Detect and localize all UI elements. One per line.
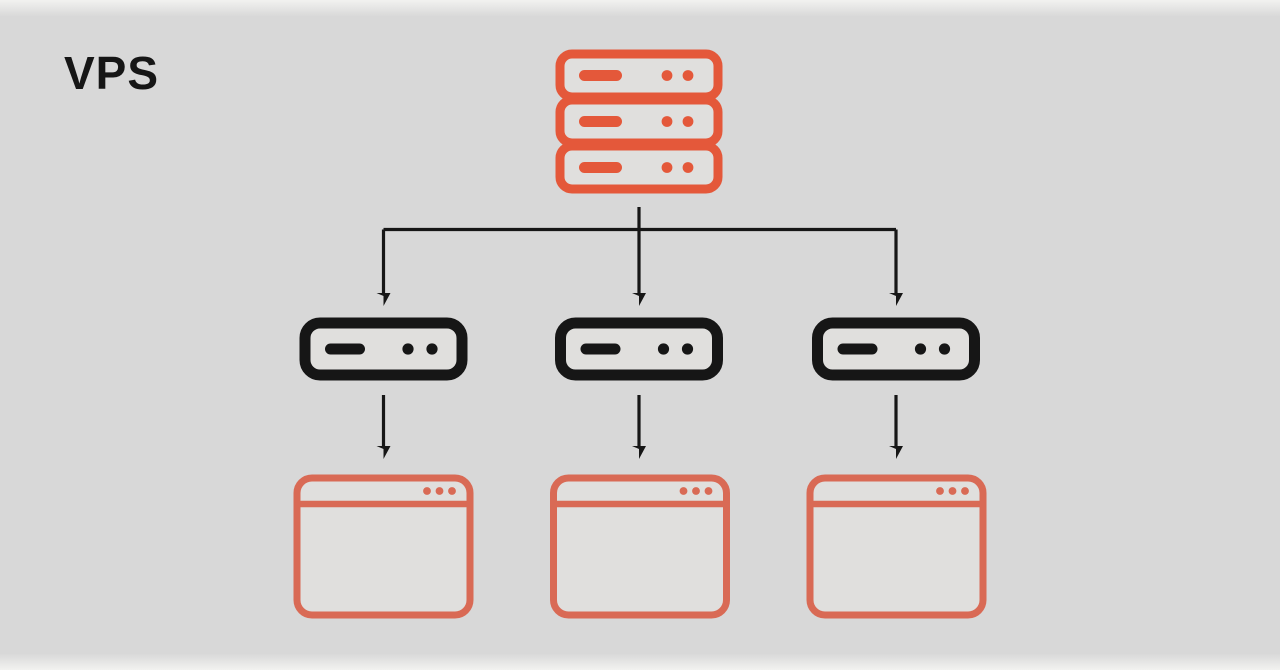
server-dash <box>837 343 878 355</box>
server-led <box>681 343 694 355</box>
page-title: VPS <box>64 47 160 99</box>
server-unit-led <box>682 116 694 127</box>
browser-dot <box>679 487 688 495</box>
server-body <box>812 317 980 381</box>
server-unit-led <box>682 70 694 81</box>
arrowhead-down-icon <box>632 446 646 459</box>
browser-dot <box>704 487 713 495</box>
server-led <box>426 343 438 355</box>
server-dash <box>580 343 621 355</box>
server-led <box>938 343 951 355</box>
server-unit-led <box>661 116 673 127</box>
browser-dot <box>936 487 944 495</box>
server-unit-led <box>661 70 673 81</box>
server-unit-dash <box>579 70 622 81</box>
server-stack-unit <box>555 49 723 102</box>
server-led <box>914 343 927 355</box>
arrowhead-down-icon <box>632 293 646 306</box>
browser-body <box>550 474 730 619</box>
arrowhead-down-icon <box>376 293 391 306</box>
arrowhead-down-icon <box>376 446 391 459</box>
instance-to-site-connectors <box>376 395 903 459</box>
server-unit-dash <box>579 116 622 127</box>
branch-connectors <box>376 207 903 306</box>
browser-dot <box>448 487 456 495</box>
server-dash <box>325 343 365 355</box>
browser-dot <box>423 487 431 495</box>
browser-body <box>806 474 987 619</box>
arrowhead-down-icon <box>889 293 903 306</box>
browser-dot <box>692 487 700 495</box>
server-icon <box>812 317 980 381</box>
browser-dot <box>435 487 444 495</box>
server-unit-led <box>682 162 694 173</box>
server-unit-dash <box>579 162 622 173</box>
server-unit-led <box>661 162 673 173</box>
server-stack-unit <box>555 141 723 194</box>
browser-window-icon <box>550 474 730 619</box>
server-unit-body <box>555 141 723 194</box>
server-icon <box>555 317 723 381</box>
server-icon <box>299 317 468 381</box>
server-body <box>299 317 468 381</box>
server-stack-unit <box>555 95 723 148</box>
server-led <box>402 343 414 355</box>
server-stack-icon <box>555 49 723 194</box>
browser-window-icon <box>806 474 987 619</box>
arrowhead-down-icon <box>889 446 903 459</box>
browser-body <box>293 474 474 619</box>
server-body <box>555 317 723 381</box>
browser-dot <box>961 487 969 495</box>
browser-dot <box>948 487 957 495</box>
server-led <box>657 343 670 355</box>
browser-window-icon <box>293 474 474 619</box>
